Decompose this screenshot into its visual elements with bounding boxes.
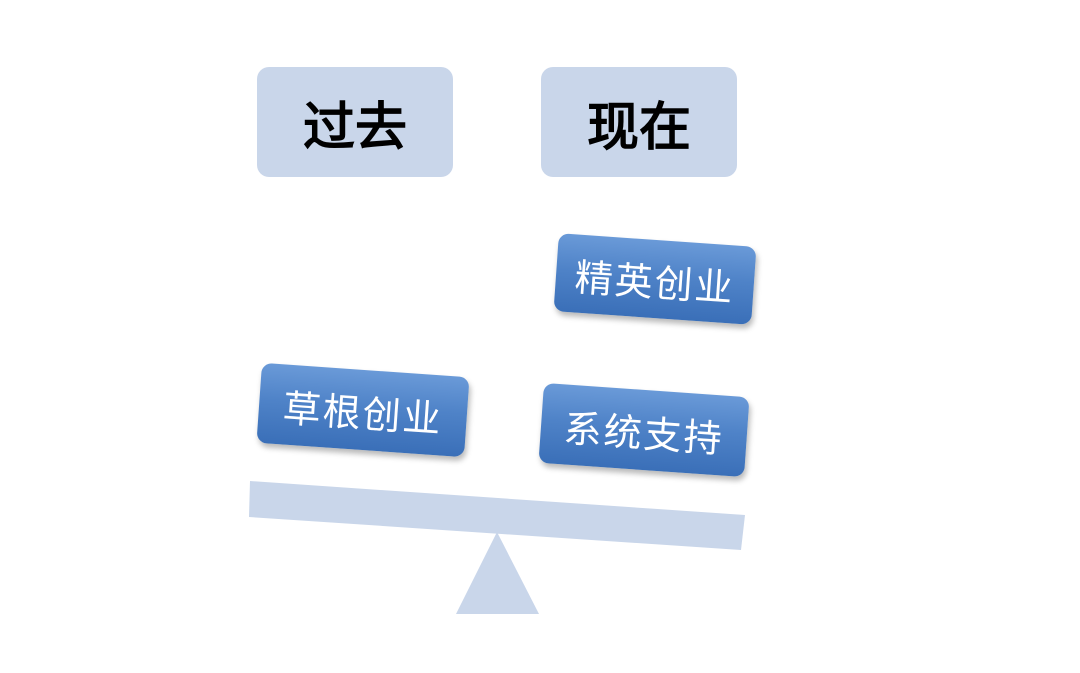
seesaw-beam bbox=[249, 481, 745, 550]
past-header: 过去 bbox=[257, 67, 453, 177]
now-header: 现在 bbox=[541, 67, 737, 177]
seesaw-fulcrum bbox=[456, 532, 539, 614]
